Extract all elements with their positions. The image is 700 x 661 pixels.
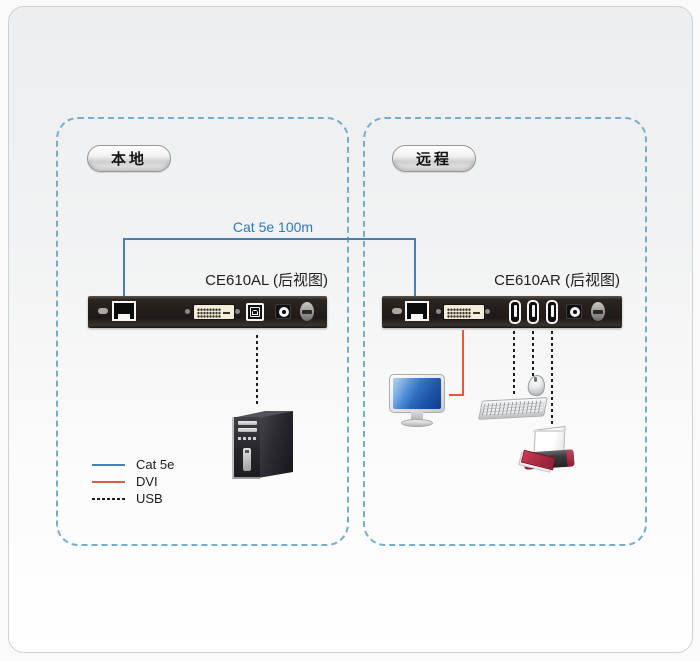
legend-label: DVI (136, 474, 158, 489)
legend-item-usb: USB (92, 491, 222, 506)
dvi-pins-icon (197, 308, 221, 318)
remote-badge: 远程 (392, 145, 476, 172)
remote-device-rear-panel (382, 296, 622, 328)
keyboard-icon (477, 396, 548, 422)
tower-drive-bay (238, 421, 257, 425)
usb-cable-keyboard (513, 331, 515, 397)
screw-icon (185, 309, 190, 314)
dvi-blade-icon (473, 312, 480, 314)
power-jack-icon (566, 304, 582, 319)
cat5e-cable-label: Cat 5e 100m (232, 219, 314, 235)
dvi-pins-icon (447, 308, 471, 318)
ground-screw-icon (300, 302, 314, 321)
usb-b-inner-icon (250, 307, 260, 317)
rj45-port-icon (112, 301, 136, 321)
local-zone-box (56, 117, 349, 546)
cat5e-cable-vertical-local (123, 238, 125, 303)
mouse-wheel-icon (534, 377, 537, 382)
legend: Cat 5e DVI USB (92, 457, 222, 506)
local-device-rear-panel (88, 296, 327, 328)
cat5e-line-sample-icon (92, 463, 125, 466)
cat5e-cable-vertical-remote (414, 238, 416, 303)
tower-front (232, 417, 260, 479)
screw-icon (485, 309, 490, 314)
tower-top (232, 411, 293, 418)
legend-item-dvi: DVI (92, 474, 222, 489)
power-jack-icon (275, 304, 291, 319)
dvi-cable-vertical (462, 330, 464, 396)
tower-side (258, 411, 293, 478)
slot-icon (392, 308, 402, 314)
local-device-label: CE610AL (后视图) (205, 272, 328, 289)
dvi-port-icon (193, 304, 235, 320)
legend-label: USB (136, 491, 163, 506)
monitor-icon (389, 374, 447, 428)
usb-a-port-icon (527, 300, 539, 324)
usb-b-port-icon (246, 303, 264, 321)
power-hole-icon (282, 310, 286, 314)
tower-buttons (238, 437, 256, 440)
tower-power-button (243, 448, 251, 471)
local-badge: 本地 (87, 145, 171, 172)
dvi-cable-horizontal (449, 394, 464, 396)
usb-cable-mouse (532, 331, 534, 376)
screw-icon (235, 309, 240, 314)
keyboard-body (478, 397, 548, 420)
cat5e-cable-horizontal (123, 238, 416, 240)
dvi-blade-icon (223, 312, 230, 314)
printer-slot (533, 430, 564, 432)
tower-drive-bay (238, 428, 257, 432)
legend-item-cat5e: Cat 5e (92, 457, 222, 472)
remote-device-label: CE610AR (后视图) (494, 272, 620, 289)
usb-cable-printer (551, 331, 553, 424)
usb-a-port-icon (546, 300, 558, 324)
dvi-line-sample-icon (92, 480, 125, 483)
usb-line-sample-icon (92, 497, 125, 500)
ground-screw-icon (591, 302, 605, 321)
usb-a-port-icon (509, 300, 521, 324)
usb-cable-computer (256, 335, 258, 405)
computer-tower-icon (230, 408, 294, 480)
remote-zone-box (363, 117, 647, 546)
legend-label: Cat 5e (136, 457, 175, 472)
rj45-port-icon (405, 301, 429, 321)
usb-b-inner2-icon (252, 310, 258, 315)
mouse-icon (526, 373, 547, 398)
power-hole-icon (573, 310, 577, 314)
printer-icon (518, 425, 577, 475)
slot-icon (98, 308, 108, 314)
screw-icon (436, 309, 441, 314)
monitor-neck (411, 412, 423, 421)
dvi-port-icon (443, 304, 485, 320)
monitor-screen (393, 378, 441, 409)
monitor-base (401, 419, 433, 427)
